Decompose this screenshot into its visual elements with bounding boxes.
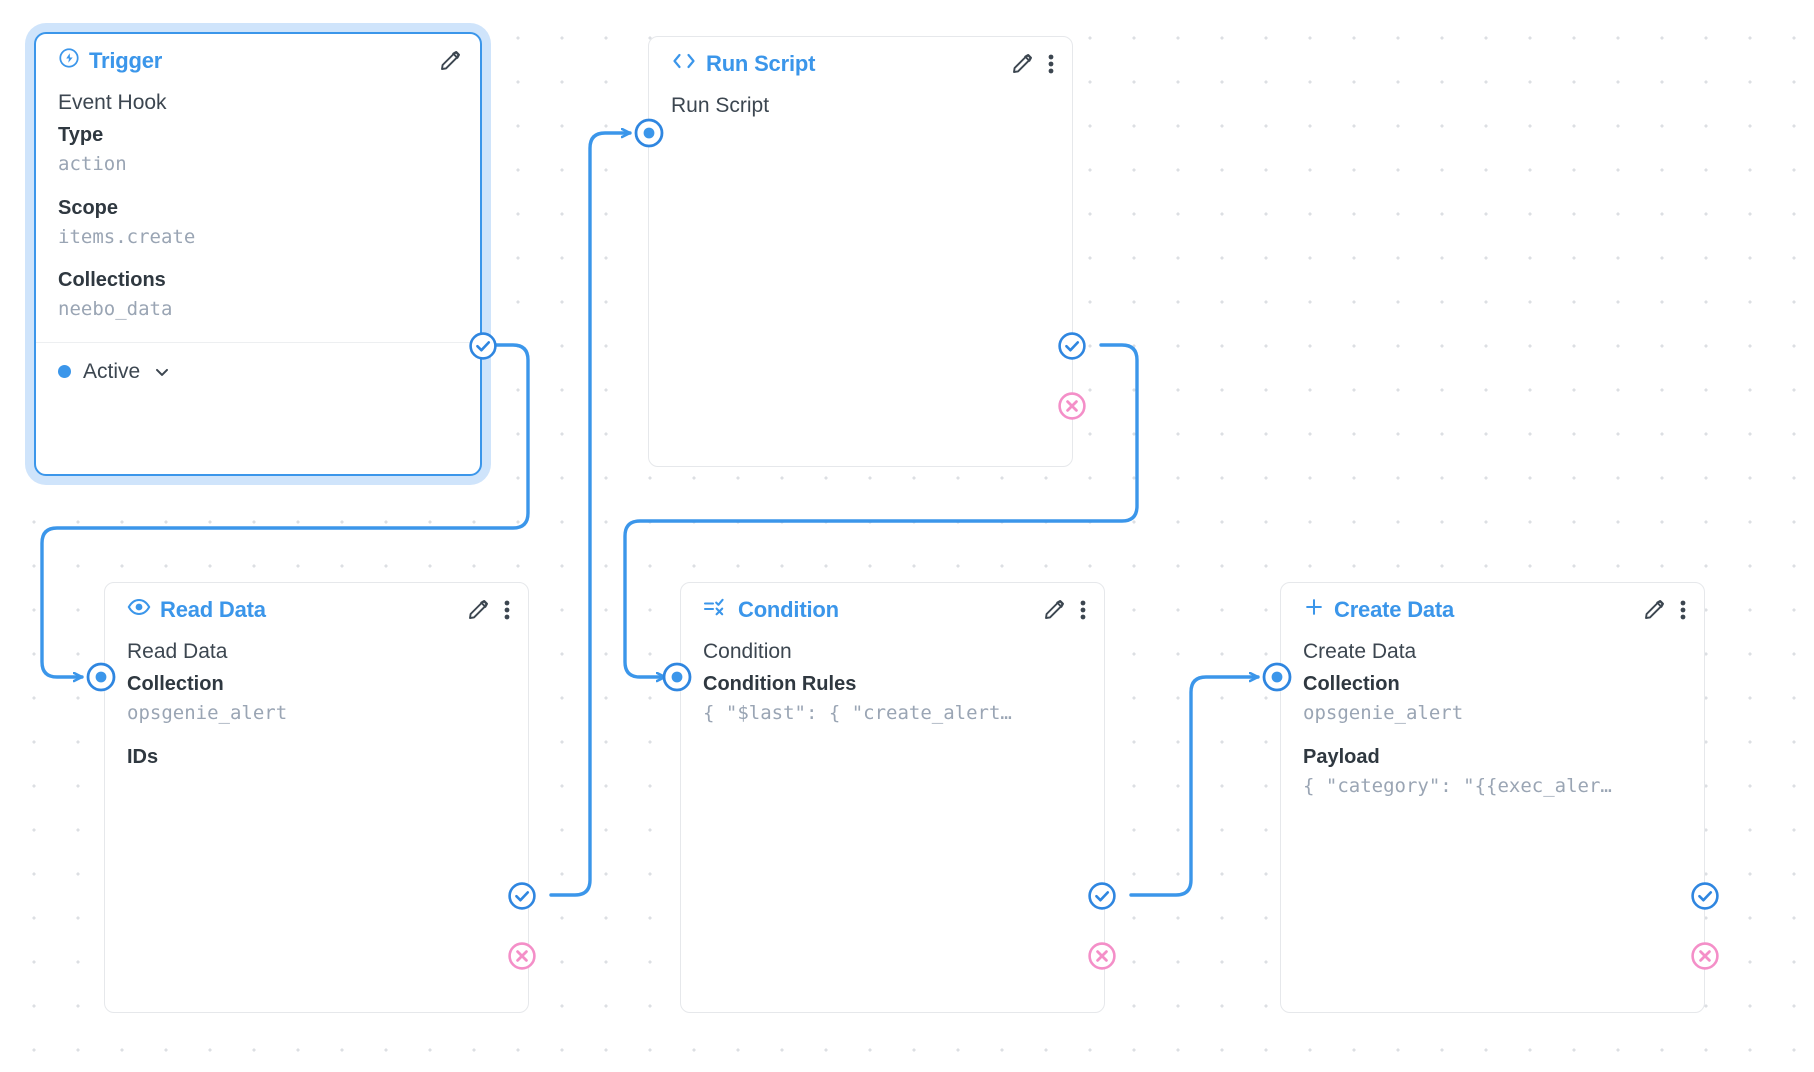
field-value-create-collection: opsgenie_alert — [1303, 702, 1464, 725]
field-label-condition-rules: Condition Rules — [703, 673, 857, 696]
node-condition-actions — [1042, 598, 1086, 622]
field-value-condition-rules: { "$last": { "create_alert… — [703, 702, 1012, 725]
node-trigger-title: Trigger — [89, 48, 163, 73]
read-data-reject-port[interactable] — [507, 941, 537, 971]
node-trigger-actions — [438, 49, 462, 73]
more-vertical-icon[interactable] — [1048, 52, 1054, 76]
node-read-data-row-name: Read Data — [127, 640, 228, 663]
lightning-circle-icon — [58, 47, 80, 75]
condition-reject-port[interactable] — [1087, 941, 1117, 971]
plus-icon — [1303, 596, 1325, 624]
node-condition-body: Condition Condition Rules { "$last": { "… — [681, 637, 1104, 728]
node-condition-title: Condition — [738, 597, 839, 622]
run-script-reject-port[interactable] — [1057, 391, 1087, 421]
pencil-icon[interactable] — [1642, 598, 1666, 622]
status-dot-icon — [58, 365, 71, 379]
eye-icon — [127, 597, 151, 623]
trigger-divider — [36, 341, 480, 343]
node-create-data-title-group: Create Data — [1303, 596, 1454, 624]
node-condition-row-name: Condition — [703, 640, 792, 663]
condition-equals-icon — [703, 596, 729, 624]
field-value-type: action — [58, 153, 127, 176]
create-data-input-port[interactable] — [1261, 661, 1293, 693]
create-data-resolve-port[interactable] — [1690, 881, 1720, 911]
node-create-data-title: Create Data — [1334, 597, 1455, 622]
field-label-payload: Payload — [1303, 745, 1380, 768]
read-data-resolve-port[interactable] — [507, 881, 537, 911]
more-vertical-icon[interactable] — [1680, 598, 1686, 622]
more-vertical-icon[interactable] — [1080, 598, 1086, 622]
read-data-input-port[interactable] — [85, 661, 117, 693]
trigger-resolve-port[interactable] — [468, 331, 498, 361]
trigger-status-selector[interactable]: Active — [36, 343, 480, 401]
field-label-collections: Collections — [58, 269, 166, 292]
node-trigger-header: Trigger — [36, 34, 480, 88]
field-value-collections: neebo_data — [58, 298, 173, 321]
node-read-data-actions — [466, 598, 510, 622]
condition-resolve-port[interactable] — [1087, 881, 1117, 911]
wire-condition-to-create-data — [1129, 677, 1260, 897]
node-create-data-actions — [1642, 598, 1686, 622]
node-run-script-title: Run Script — [706, 51, 816, 76]
node-create-data[interactable]: Create Data Create — [1280, 582, 1705, 1013]
node-read-data-title-group: Read Data — [127, 597, 266, 623]
node-condition-title-group: Condition — [703, 596, 839, 624]
create-data-reject-port[interactable] — [1690, 941, 1720, 971]
wire-read-data-to-run-script — [549, 133, 632, 897]
field-value-payload: { "category": "{{exec_aler… — [1303, 774, 1612, 797]
pencil-icon[interactable] — [1042, 598, 1066, 622]
field-label-scope: Scope — [58, 196, 119, 219]
node-run-script-row-name: Run Script — [671, 94, 770, 117]
run-script-resolve-port[interactable] — [1057, 331, 1087, 361]
pencil-icon[interactable] — [466, 598, 490, 622]
node-run-script-body: Run Script — [649, 91, 1072, 121]
field-label-ids: IDs — [127, 745, 159, 768]
node-run-script-actions — [1010, 52, 1054, 76]
node-run-script-header: Run Script — [649, 37, 1072, 91]
field-label-type: Type — [58, 124, 104, 147]
node-read-data-header: Read Data — [105, 583, 528, 637]
field-value-collection: opsgenie_alert — [127, 702, 288, 725]
node-read-data[interactable]: Read Data Read Dat — [104, 582, 529, 1013]
node-create-data-row-name: Create Data — [1303, 640, 1417, 663]
node-trigger-body: Event Hook Type action Scope items.creat… — [36, 88, 480, 324]
status-badge: Active — [83, 359, 141, 383]
node-run-script-title-group: Run Script — [671, 51, 815, 77]
node-trigger-row-name: Event Hook — [58, 91, 167, 114]
pencil-icon[interactable] — [438, 49, 462, 73]
node-condition-header: Condition — [681, 583, 1104, 637]
field-label-collection: Collection — [127, 673, 224, 696]
node-trigger-title-group: Trigger — [58, 47, 162, 75]
field-label-create-collection: Collection — [1303, 673, 1400, 696]
node-create-data-header: Create Data — [1281, 583, 1704, 637]
node-read-data-title: Read Data — [160, 597, 266, 622]
node-read-data-body: Read Data Collection opsgenie_alert IDs — [105, 637, 528, 772]
node-condition[interactable]: Condition Conditio — [680, 582, 1105, 1013]
run-script-input-port[interactable] — [633, 117, 665, 149]
pencil-icon[interactable] — [1010, 52, 1034, 76]
code-brackets-icon — [671, 51, 697, 77]
chevron-down-icon[interactable] — [152, 362, 172, 382]
node-run-script[interactable]: Run Script Run Scr — [648, 36, 1073, 467]
condition-input-port[interactable] — [661, 661, 693, 693]
more-vertical-icon[interactable] — [504, 598, 510, 622]
node-trigger[interactable]: Trigger Event Hook Type action Scope ite… — [34, 32, 482, 476]
node-create-data-body: Create Data Collection opsgenie_alert Pa… — [1281, 637, 1704, 800]
field-value-scope: items.create — [58, 225, 196, 248]
